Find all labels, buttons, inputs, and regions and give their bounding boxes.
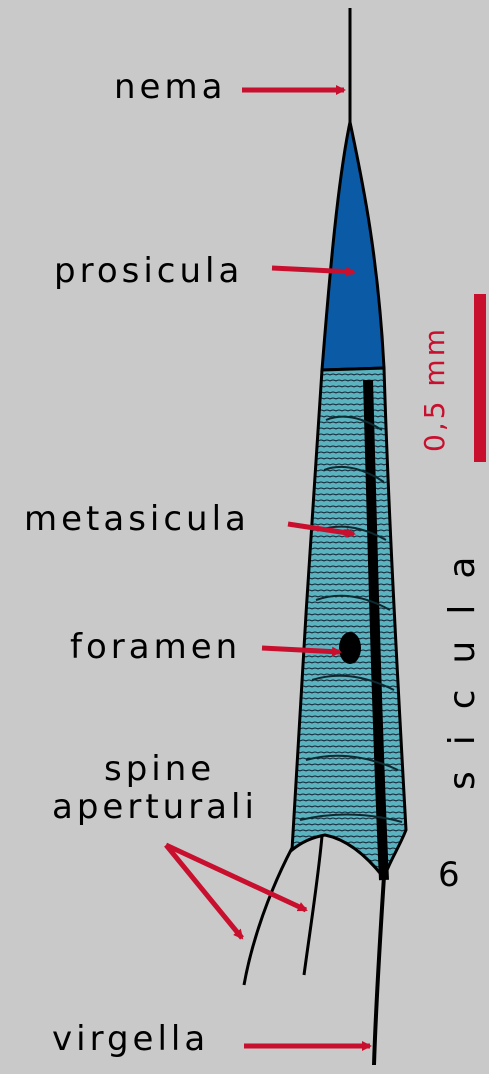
label-nema: nema bbox=[114, 70, 226, 104]
scale-bar-label: 0,5 mm bbox=[418, 326, 451, 452]
apertural-spine-right bbox=[304, 836, 322, 975]
figure-number: 6 bbox=[438, 858, 464, 892]
label-prosicula: prosicula bbox=[54, 254, 243, 288]
label-virgella: virgella bbox=[52, 1022, 209, 1056]
foramen-hole bbox=[339, 632, 361, 664]
arrow-spine-left bbox=[166, 845, 242, 938]
metasicula-shape bbox=[292, 368, 406, 878]
prosicula-shape bbox=[322, 122, 384, 370]
scale-bar bbox=[474, 294, 486, 462]
virgella-spine bbox=[374, 876, 384, 1065]
label-spine-line2: aperturali bbox=[52, 790, 258, 824]
label-metasicula: metasicula bbox=[24, 502, 250, 536]
label-spine-line1: spine bbox=[104, 752, 215, 786]
label-foramen: foramen bbox=[70, 630, 241, 664]
apertural-spine-left bbox=[244, 848, 292, 985]
arrow-spine-right bbox=[166, 845, 306, 910]
sicula-side-label: sicula bbox=[442, 531, 483, 790]
